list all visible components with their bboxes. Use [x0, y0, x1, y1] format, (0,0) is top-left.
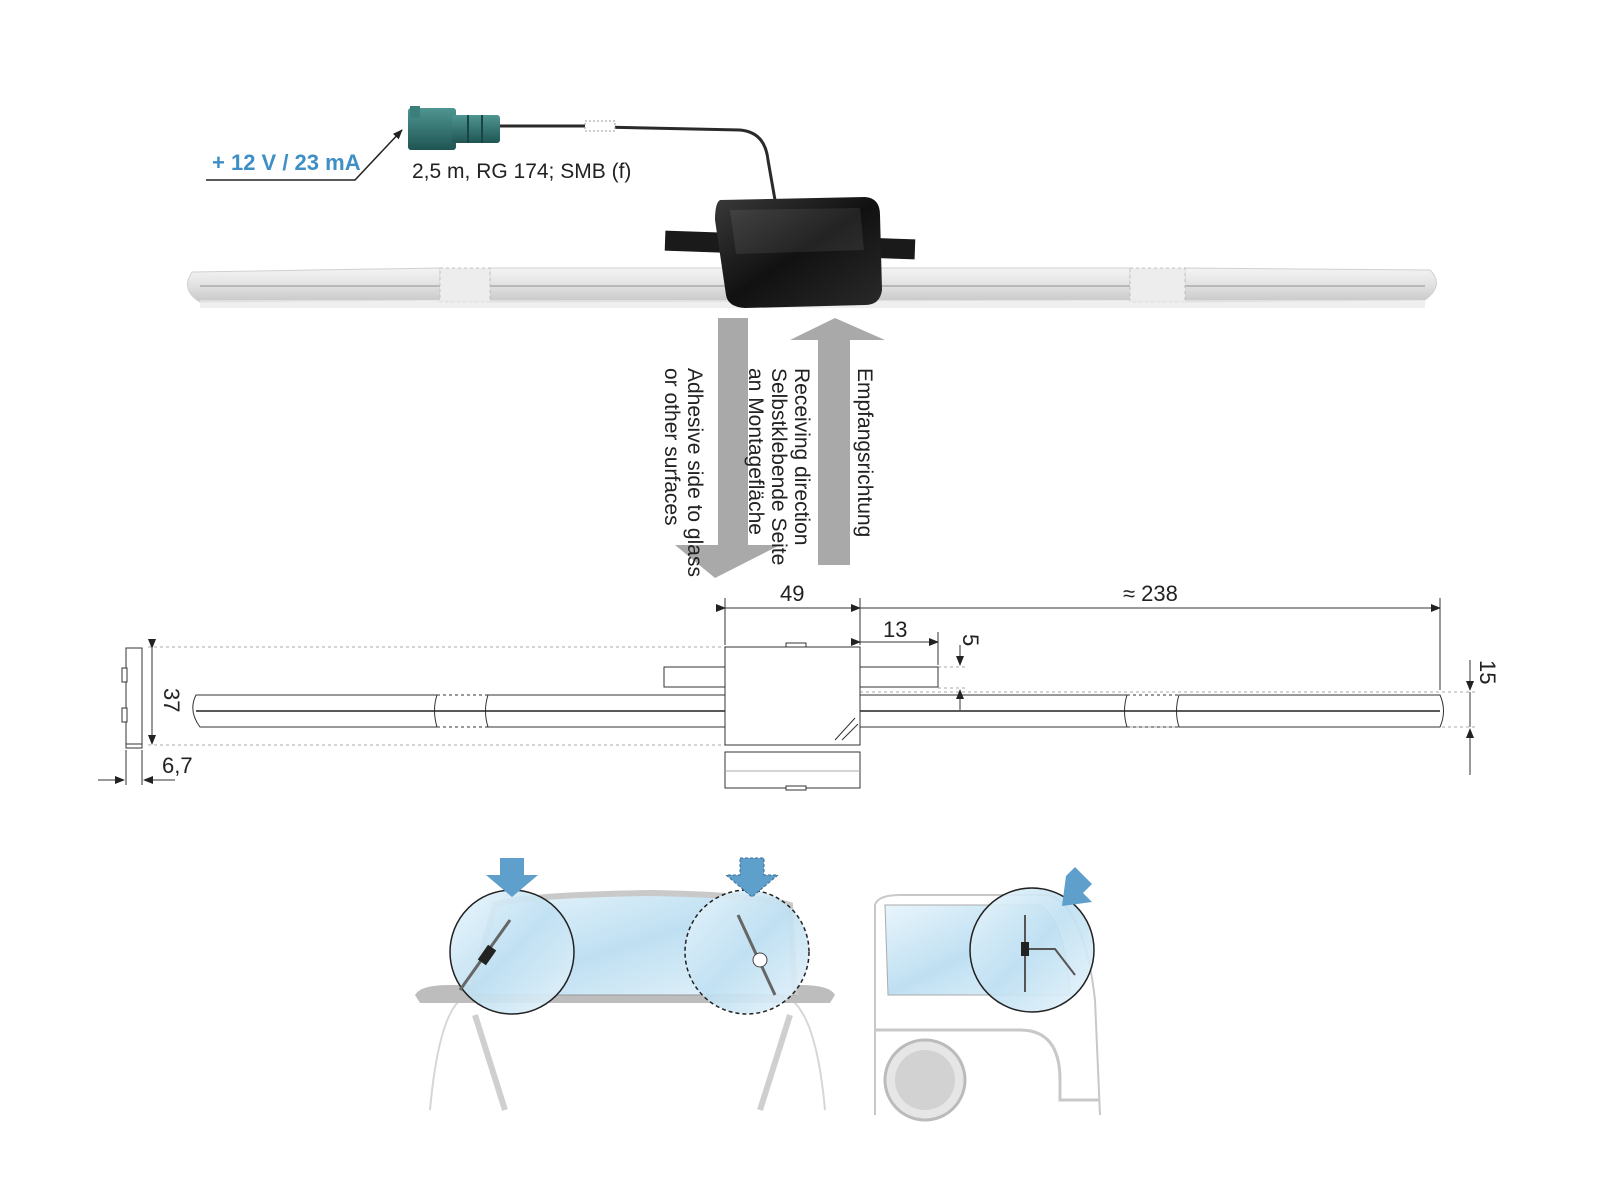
dim-element-height: 15: [1475, 660, 1500, 684]
dim-total-length: ≈ 238: [1123, 581, 1178, 606]
dim-side-height: 37: [159, 688, 184, 712]
diagonal-arrow-icon-rear: [1062, 867, 1100, 906]
car-front-icon: [415, 889, 835, 1111]
dim-tab-length: 13: [883, 617, 907, 642]
dimension-drawing: [98, 598, 1475, 791]
up-arrow-icon: [790, 318, 885, 565]
dim-module-width: 49: [780, 581, 804, 606]
adhesive-en-line1: Adhesive side to glass: [683, 368, 706, 577]
down-arrow-icon: [675, 318, 780, 578]
adhesive-de-line2: an Montagefläche: [744, 368, 767, 535]
cable-spec-label: 2,5 m, RG 174; SMB (f): [412, 160, 631, 183]
product-rendering: + 12 V / 23 mA 2,5 m, RG 174; SMB (f): [187, 106, 1437, 308]
adhesive-en-line2: or other surfaces: [660, 368, 683, 526]
dim-side-depth: 6,7: [162, 753, 193, 778]
antenna-strip: [187, 267, 1437, 308]
down-arrow-icon-front-right: [724, 857, 780, 898]
power-label: + 12 V / 23 mA: [212, 150, 361, 175]
down-arrow-icon-front-left: [486, 858, 538, 897]
arrow-labels: Adhesive side to glass or other surfaces…: [660, 368, 876, 577]
amplifier-module: [664, 197, 916, 308]
car-rear-icon: [874, 887, 1101, 1122]
dimension-labels: 49 ≈ 238 13 5 37 6,7 15: [159, 581, 1500, 778]
dim-tab-height: 5: [958, 634, 983, 646]
fakra-connector-icon: [408, 106, 500, 150]
receiving-de-label: Empfangsrichtung: [853, 368, 876, 537]
adhesive-de-line1: Selbstklebende Seite: [767, 368, 790, 565]
receiving-en-label: Receiving direction: [790, 368, 813, 545]
